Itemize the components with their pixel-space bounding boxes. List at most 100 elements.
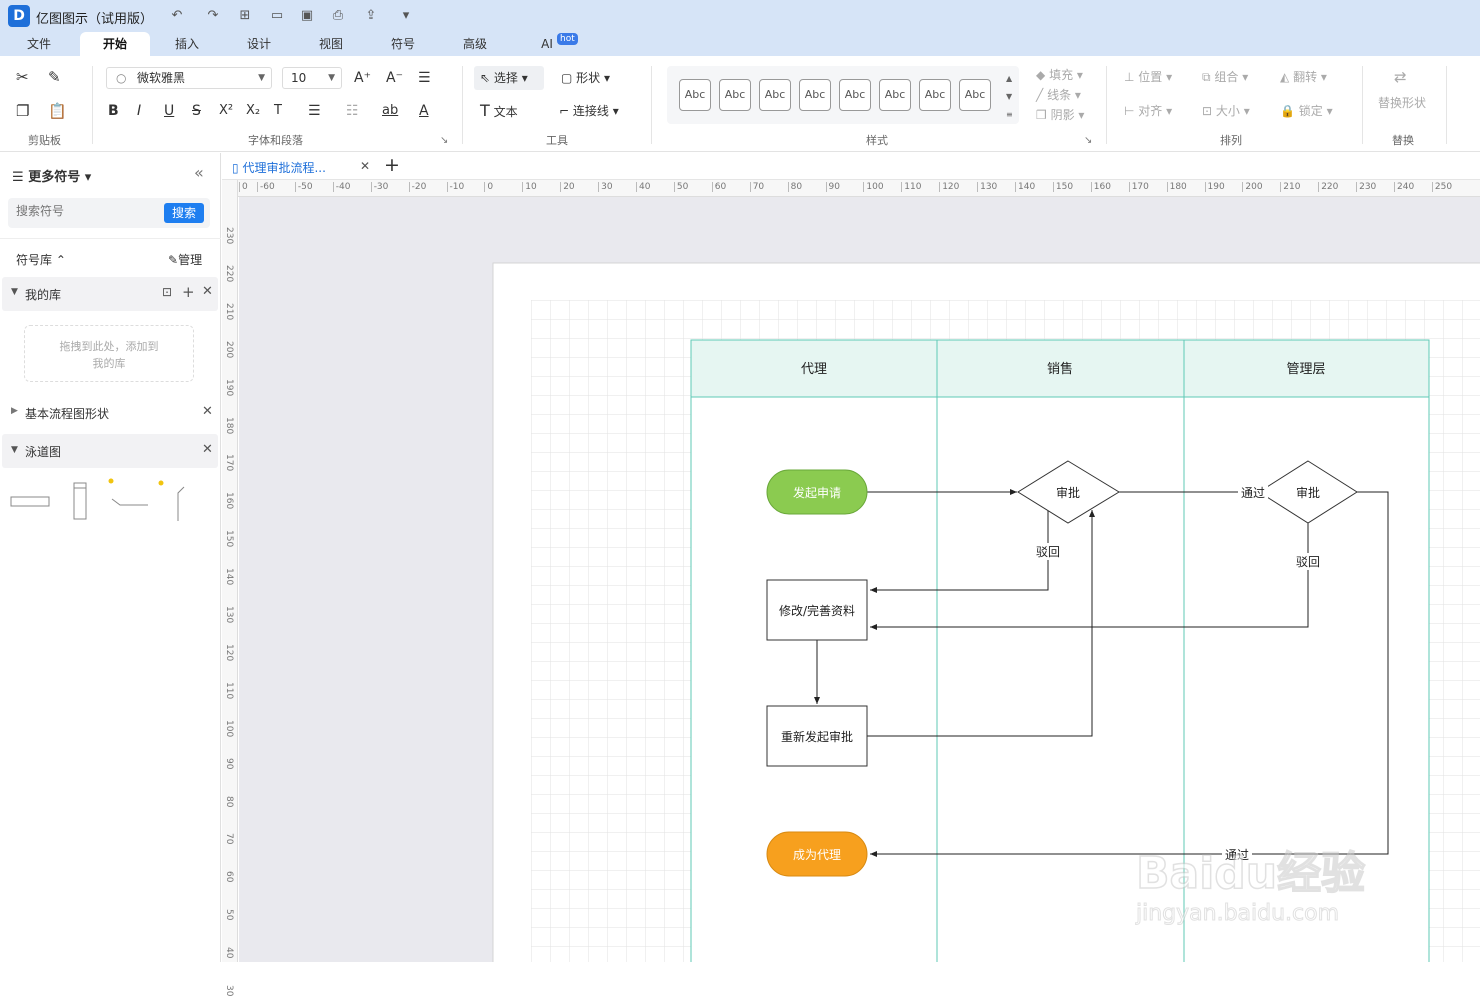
style-swatch[interactable]: Abc: [959, 79, 991, 111]
manage-button[interactable]: ✎管理: [168, 251, 202, 268]
underline-icon[interactable]: U: [164, 103, 175, 119]
subscript-icon[interactable]: X₂: [246, 103, 261, 118]
undo-icon[interactable]: ↶: [171, 8, 183, 23]
style-swatch[interactable]: Abc: [799, 79, 831, 111]
sales-decision-node[interactable]: [1017, 460, 1120, 524]
expand-icon[interactable]: ↘: [440, 135, 449, 146]
replace-shape-button[interactable]: 替换形状: [1378, 96, 1427, 110]
swimlane-section[interactable]: ▼ 泳道图 ✕: [2, 434, 218, 468]
vertical-lane-shape[interactable]: [73, 482, 87, 520]
flip-button[interactable]: ◭ 翻转 ▾: [1280, 70, 1327, 84]
close-tab-icon[interactable]: ✕: [360, 159, 371, 173]
position-button[interactable]: ⊥ 位置 ▾: [1124, 70, 1173, 84]
bold-icon[interactable]: B: [108, 103, 119, 119]
redo-icon[interactable]: ↷: [207, 8, 219, 23]
search-input[interactable]: [16, 204, 156, 218]
decrease-font-icon[interactable]: A⁻: [386, 70, 403, 86]
new-tab-icon[interactable]: +: [384, 154, 400, 176]
connector-sales-reject[interactable]: [870, 509, 1049, 593]
select-tool-button[interactable]: ⇖ 选择 ▾: [474, 66, 544, 90]
style-swatch[interactable]: Abc: [679, 79, 711, 111]
line-spacing-icon[interactable]: ☰: [308, 103, 321, 119]
style-swatch[interactable]: Abc: [759, 79, 791, 111]
text-case-icon[interactable]: T: [274, 103, 282, 118]
new-file-icon[interactable]: ⊞: [239, 8, 251, 23]
group-button[interactable]: ⧉ 组合 ▾: [1202, 70, 1249, 84]
align-text-icon[interactable]: ☰: [418, 70, 431, 86]
revise-node[interactable]: [766, 579, 868, 641]
superscript-icon[interactable]: X²: [219, 103, 234, 118]
start-node[interactable]: [766, 469, 868, 515]
font-family-select[interactable]: 微软雅黑 ○ ▼: [106, 67, 272, 89]
font-size-select[interactable]: 10 ▼: [282, 67, 342, 89]
tab-design[interactable]: 设计: [246, 37, 271, 51]
bullet-list-icon[interactable]: ☷: [346, 103, 359, 119]
gallery-more-icon[interactable]: ≡: [1006, 110, 1013, 119]
fill-button[interactable]: ◆ 填充 ▾: [1036, 68, 1083, 82]
drop-zone[interactable]: 拖拽到此处，添加到我的库: [24, 325, 194, 382]
horizontal-lane-shape[interactable]: [10, 496, 50, 507]
close-icon[interactable]: ✕: [202, 442, 213, 457]
format-painter-icon[interactable]: ✎: [48, 68, 61, 86]
highlight-icon[interactable]: ab: [382, 103, 399, 118]
import-icon[interactable]: ⊡: [162, 285, 173, 299]
size-button[interactable]: ⊡ 大小 ▾: [1202, 104, 1250, 118]
line-button[interactable]: ╱ 线条 ▾: [1036, 88, 1081, 102]
cut-icon[interactable]: ✂: [16, 68, 29, 86]
tab-symbols[interactable]: 符号: [390, 37, 415, 51]
lock-button[interactable]: 🔒 锁定 ▾: [1280, 104, 1333, 118]
text-tool-button[interactable]: T 文本: [480, 102, 518, 121]
close-icon[interactable]: ✕: [202, 284, 213, 299]
customize-toolbar-icon[interactable]: ▾: [402, 8, 410, 23]
paste-icon[interactable]: 📋: [48, 102, 67, 120]
export-icon[interactable]: ⇪: [365, 8, 377, 23]
save-icon[interactable]: ▣: [300, 8, 314, 23]
tab-home[interactable]: 开始: [80, 32, 150, 56]
increase-font-icon[interactable]: A⁺: [354, 70, 371, 86]
my-library-section[interactable]: ▼ 我的库 ⊡ + ✕: [2, 277, 218, 311]
mgmt-pass-label[interactable]: 通过: [1225, 848, 1249, 862]
shape-tool-button[interactable]: ▢ 形状 ▾: [561, 71, 611, 85]
style-swatch[interactable]: Abc: [719, 79, 751, 111]
sales-reject-label[interactable]: 驳回: [1036, 545, 1060, 559]
replace-shape-icon[interactable]: ⇄: [1394, 68, 1407, 86]
open-folder-icon[interactable]: ▭: [270, 8, 284, 23]
lane-agent-title[interactable]: 代理: [801, 362, 827, 377]
drawing-canvas[interactable]: 代理 销售 管理层 发起申请 审批 审批 修改/完善资料 重新发起审批 成为代理…: [239, 197, 1480, 962]
add-icon[interactable]: +: [182, 283, 195, 301]
gallery-down-icon[interactable]: ▼: [1006, 92, 1013, 101]
style-swatch[interactable]: Abc: [919, 79, 951, 111]
tab-file[interactable]: 文件: [26, 37, 51, 51]
tab-ai[interactable]: AI: [541, 37, 553, 51]
more-symbols-header[interactable]: ☰ 更多符号 ▾: [12, 170, 92, 185]
shadow-button[interactable]: ❒ 阴影 ▾: [1036, 108, 1085, 122]
style-swatch[interactable]: Abc: [879, 79, 911, 111]
connector-mgmt-pass[interactable]: [870, 491, 1389, 857]
end-node[interactable]: [766, 831, 868, 877]
tab-advanced[interactable]: 高级: [462, 37, 487, 51]
print-icon[interactable]: ⎙: [332, 8, 344, 23]
tab-view[interactable]: 视图: [318, 37, 343, 51]
symbol-library-toggle[interactable]: 符号库 ⌃: [16, 251, 66, 268]
align-button[interactable]: ⊢ 对齐 ▾: [1124, 104, 1173, 118]
horizontal-separator-shape[interactable]: [108, 478, 149, 506]
mgmt-decision-node[interactable]: [1258, 460, 1358, 524]
font-color-icon[interactable]: A: [419, 103, 429, 119]
gallery-up-icon[interactable]: ▲: [1006, 74, 1013, 83]
document-tab[interactable]: ▯ 代理审批流程...: [232, 159, 326, 176]
search-button[interactable]: 搜索: [164, 203, 204, 223]
sales-pass-label[interactable]: 通过: [1241, 486, 1265, 500]
lane-management-title[interactable]: 管理层: [1286, 362, 1325, 377]
style-swatch[interactable]: Abc: [839, 79, 871, 111]
lane-sales-title[interactable]: 销售: [1047, 361, 1073, 377]
copy-icon[interactable]: ❐: [16, 102, 30, 120]
basic-flowchart-section[interactable]: ▶ 基本流程图形状 ✕: [2, 399, 218, 425]
close-icon[interactable]: ✕: [202, 404, 213, 419]
resubmit-node[interactable]: [766, 705, 868, 767]
strikethrough-icon[interactable]: S: [192, 103, 201, 119]
connector-tool-button[interactable]: ⌐ 连接线 ▾: [559, 104, 619, 118]
mgmt-reject-label[interactable]: 驳回: [1296, 555, 1320, 569]
vertical-separator-shape[interactable]: [158, 480, 185, 522]
expand-icon[interactable]: ↘: [1084, 135, 1093, 146]
collapse-sidebar-icon[interactable]: «: [194, 163, 204, 182]
